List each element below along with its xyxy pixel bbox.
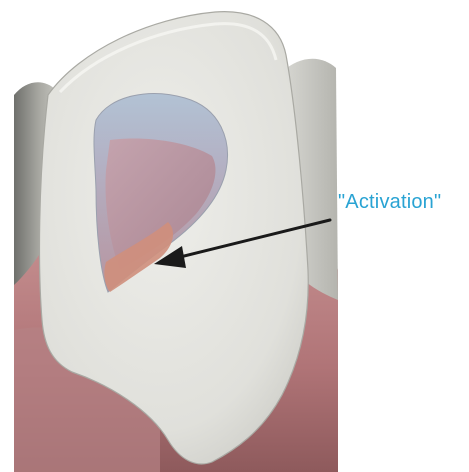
activation-label: "Activation" (338, 190, 441, 214)
